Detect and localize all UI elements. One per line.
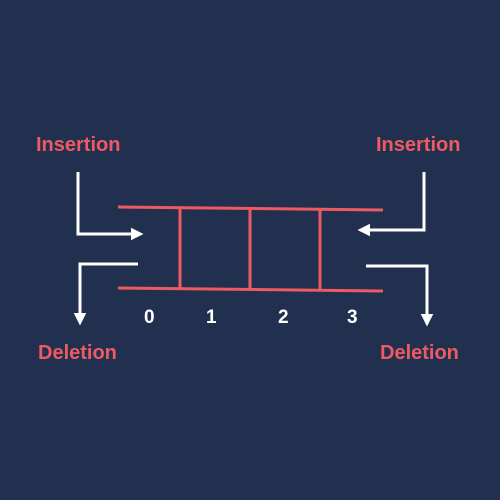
insertion-right-arrow-icon [357, 172, 426, 237]
deletion-right-label: Deletion [380, 342, 459, 364]
index-label-3: 3 [347, 307, 358, 328]
index-label-0: 0 [144, 307, 155, 328]
index-label-1: 1 [206, 307, 217, 328]
insertion-left-label: Insertion [36, 134, 121, 156]
deletion-right-arrow-icon [366, 264, 434, 327]
index-label-2: 2 [278, 307, 289, 328]
deque-box [117, 205, 384, 293]
insertion-left-arrow-icon [76, 172, 144, 241]
deletion-left-label: Deletion [38, 342, 117, 364]
deletion-left-arrow-icon [73, 262, 138, 326]
insertion-right-label: Insertion [376, 134, 461, 156]
